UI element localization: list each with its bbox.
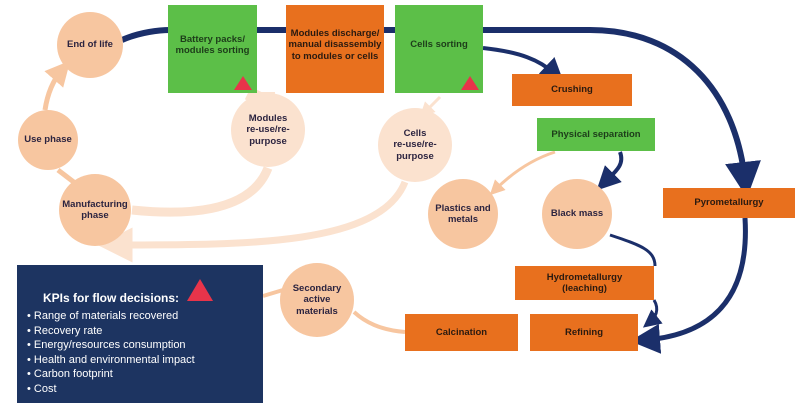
cells-sorting-box [395, 5, 483, 93]
cells-sorting-label: Cells sorting [410, 39, 468, 51]
flow-separation-to-blackmass [596, 151, 624, 191]
pyrometallurgy-label: Pyrometallurgy [694, 197, 764, 209]
cells-reuse-circle [378, 108, 452, 182]
kpi-title: KPIs for flow decisions: [43, 291, 180, 305]
use-phase-label: Use phase [24, 134, 72, 146]
modules-discharge-box [286, 5, 384, 93]
kpi-item: Recovery rate [27, 324, 195, 339]
flow-cells-to-manufacturing [97, 180, 409, 263]
flow-manufacturing-to-use [56, 168, 77, 185]
battery-sorting-label: Battery packs/ modules sorting [175, 33, 250, 56]
plastics-metals-circle [428, 179, 498, 249]
modules-reuse-label: Modules re-use/re- purpose [246, 112, 290, 147]
end-of-life-circle [57, 12, 123, 78]
refining-box [530, 314, 638, 351]
physical-separation-label: Physical separation [551, 128, 641, 140]
kpi-item: Cost [27, 382, 195, 397]
calcination-box [405, 314, 518, 351]
kpi-item: Health and environmental impact [27, 353, 195, 368]
kpi-list: Range of materials recovered Recovery ra… [27, 309, 195, 396]
flow-blackmass-to-hydro [609, 233, 657, 267]
calcination-label: Calcination [435, 326, 488, 338]
flow-main-line [120, 27, 761, 198]
physical-separation-box [537, 118, 655, 151]
crushing-label: Crushing [551, 84, 593, 96]
warning-triangle-icon [234, 76, 252, 90]
pyrometallurgy-box [663, 188, 795, 218]
manufacturing-label: Manufacturing phase [62, 198, 128, 221]
flow-secondary-to-manufacturing [262, 288, 284, 298]
flow-separation-to-plastics [489, 150, 556, 196]
modules-discharge-label: Modules discharge/ manual disassembly to… [288, 27, 382, 62]
secondary-materials-circle [280, 263, 354, 337]
secondary-materials-label: Secondary active materials [292, 282, 342, 317]
use-phase-circle [18, 110, 78, 170]
plastics-metals-label: Plastics and metals [435, 202, 491, 225]
flow-modules-to-manufacturing [131, 166, 273, 217]
kpi-box: KPIs for flow decisions: Range of materi… [17, 265, 263, 403]
modules-reuse-circle [231, 93, 305, 167]
hydrometallurgy-box [515, 266, 654, 300]
warning-triangle-icon [461, 76, 479, 90]
kpi-item: Carbon footprint [27, 367, 195, 382]
kpi-item: Energy/resources consumption [27, 338, 195, 353]
flow-calcination-to-secondary [352, 310, 406, 334]
crushing-box [512, 74, 632, 106]
end-of-life-label: End of life [67, 39, 113, 51]
flow-cells-sorting-to-reuse [419, 95, 442, 118]
flow-hydro-to-refining [642, 299, 663, 328]
flow-cells-to-crushing [482, 46, 564, 83]
flow-use-to-end-of-life [42, 60, 71, 111]
warning-triangle-icon [187, 279, 213, 301]
hydrometallurgy-label: Hydrometallurgy (leaching) [546, 271, 623, 294]
kpi-item: Range of materials recovered [27, 309, 195, 324]
black-mass-circle [542, 179, 612, 249]
cells-reuse-label: Cells re-use/re- purpose [393, 127, 437, 162]
flow-pyro-to-refining [630, 217, 748, 354]
manufacturing-circle [59, 174, 131, 246]
black-mass-label: Black mass [550, 208, 604, 220]
refining-label: Refining [565, 326, 603, 338]
